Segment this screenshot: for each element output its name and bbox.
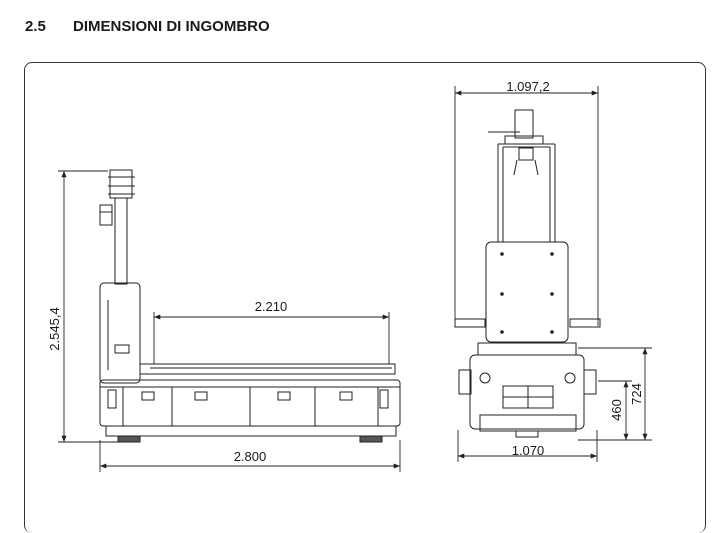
front-view [454,109,601,438]
dim-front-height-724: 724 [629,383,644,405]
dim-total-length: 2.800 [234,449,267,464]
section-number: 2.5 [25,18,46,35]
side-dimension-lines [58,170,401,472]
dim-front-top-width: 1.097,2 [506,79,549,94]
front-dimension-lines [454,86,652,462]
section-title: DIMENSIONI DI INGOMBRO [73,18,270,35]
dim-platform-length: 2.210 [255,299,288,314]
drawing-frame [24,62,706,533]
dim-total-height: 2.545,4 [47,307,62,350]
dim-front-height-460: 460 [609,399,624,421]
dim-front-base-width: 1.070 [512,443,545,458]
side-view [99,169,401,443]
section-heading: 2.5 DIMENSIONI DI INGOMBRO [25,18,270,35]
